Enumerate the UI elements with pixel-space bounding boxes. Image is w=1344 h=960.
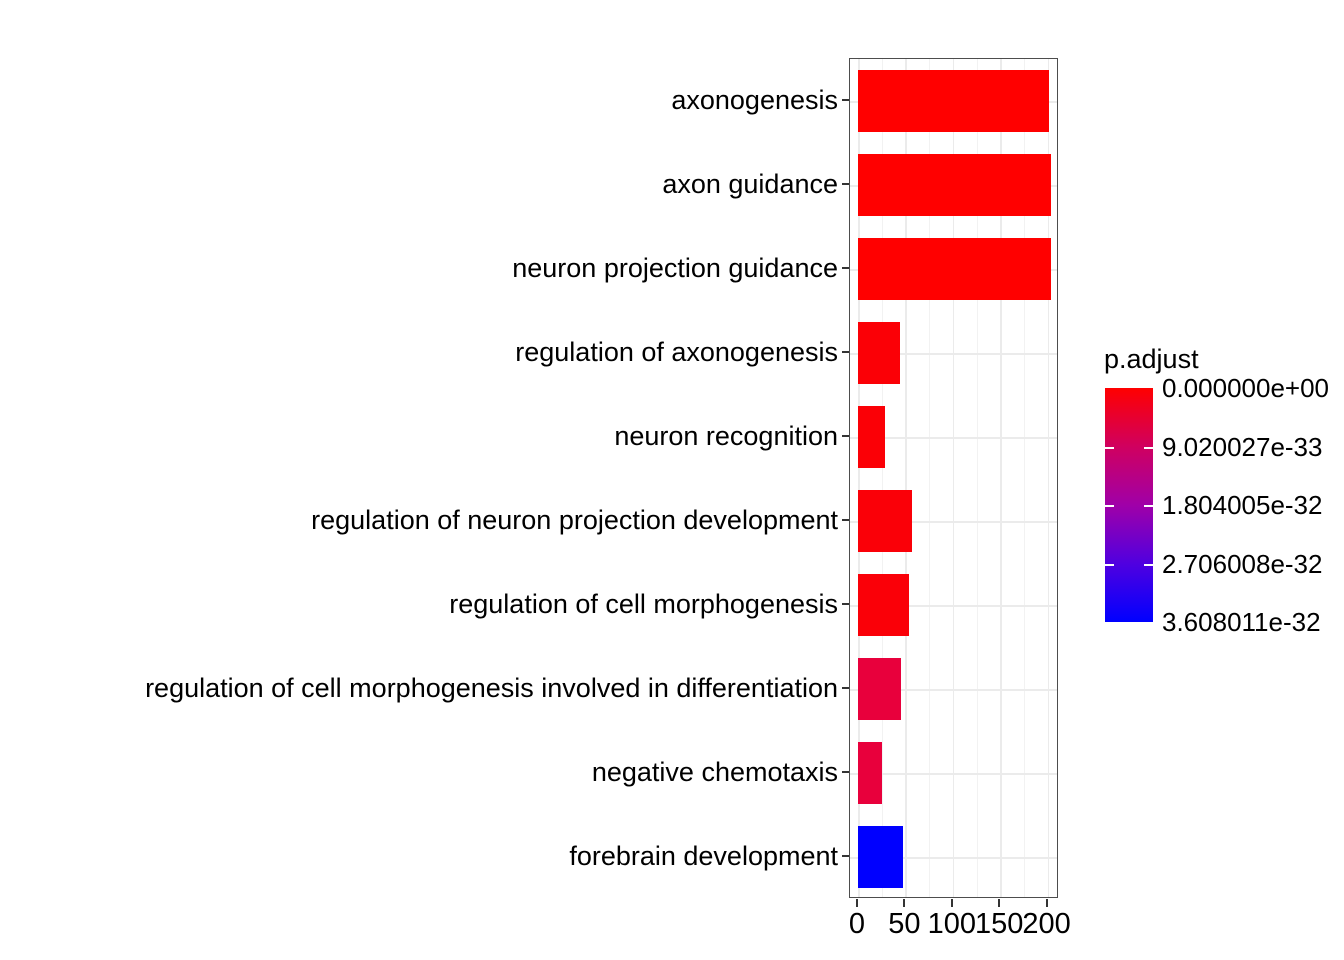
x-axis-ticklabel-2: 100: [927, 908, 976, 940]
bar-4[interactable]: [858, 405, 885, 469]
gridline-vertical-major-1: [905, 59, 907, 897]
legend-tick-right-3: [1144, 563, 1153, 566]
gridline-horizontal-7: [850, 689, 1057, 691]
y-axis-label-4: neuron recognition: [614, 421, 838, 451]
y-axis-tick-7: [842, 687, 849, 689]
bar-8[interactable]: [858, 741, 882, 805]
legend-label-3: 2.706008e-32: [1162, 548, 1323, 579]
gridline-horizontal-3: [850, 353, 1057, 355]
legend-tick-left-3: [1105, 563, 1114, 566]
y-axis-tick-4: [842, 435, 849, 437]
y-axis-label-2: neuron projection guidance: [512, 253, 838, 283]
bar-5[interactable]: [858, 489, 913, 553]
gridline-vertical-minor-3: [1023, 59, 1025, 897]
x-axis-tick-1: [903, 899, 906, 907]
gridline-horizontal-9: [850, 857, 1057, 859]
legend-tick-left-2: [1105, 505, 1114, 507]
gridline-horizontal-4: [850, 437, 1057, 439]
gridline-vertical-major-4: [1047, 59, 1050, 897]
y-axis-label-6: regulation of cell morphogenesis: [449, 589, 838, 619]
legend-tick-right-2: [1144, 505, 1153, 507]
bar-3[interactable]: [858, 321, 900, 385]
bar-7[interactable]: [858, 657, 901, 721]
legend-label-0: 0.000000e+00: [1162, 373, 1330, 403]
legend-label-4: 3.608011e-32: [1162, 607, 1321, 637]
y-axis-tick-1: [842, 183, 849, 185]
bar-2[interactable]: [858, 237, 1052, 301]
gridline-vertical-major-0: [858, 59, 860, 897]
y-axis-tick-3: [842, 351, 849, 353]
x-axis-tick-4: [1045, 899, 1048, 907]
y-axis-tick-9: [842, 855, 849, 857]
bar-0[interactable]: [858, 69, 1050, 133]
legend-label-2: 1.804005e-32: [1162, 490, 1323, 520]
x-axis-ticklabel-0: 0: [848, 908, 866, 940]
y-axis-tick-0: [842, 99, 849, 101]
legend-tick-right-1: [1144, 446, 1153, 449]
gridline-vertical-major-3: [1000, 59, 1002, 897]
x-axis-ticklabel-1: 50: [888, 908, 921, 940]
bar-9[interactable]: [858, 825, 903, 889]
gridline-horizontal-5: [850, 521, 1057, 523]
legend-tick-left-1: [1105, 446, 1114, 449]
gridline-horizontal-6: [850, 605, 1057, 607]
bar-6[interactable]: [858, 573, 910, 637]
x-axis-tick-3: [998, 899, 1001, 907]
y-axis-label-7: regulation of cell morphogenesis involve…: [145, 673, 838, 703]
x-axis-ticklabel-4: 200: [1022, 908, 1071, 940]
y-axis-label-8: negative chemotaxis: [591, 757, 838, 787]
y-axis-tick-2: [842, 267, 849, 269]
x-axis-tick-2: [950, 899, 953, 907]
y-axis-tick-6: [842, 603, 849, 605]
y-axis-label-0: axonogenesis: [671, 85, 838, 115]
gridline-horizontal-8: [850, 773, 1057, 775]
gridline-vertical-minor-1: [929, 59, 931, 897]
bar-1[interactable]: [858, 153, 1052, 217]
x-axis-tick-0: [856, 899, 858, 907]
y-axis-tick-5: [842, 519, 849, 521]
y-axis-tick-8: [842, 771, 849, 773]
y-axis-label-5: regulation of neuron projection developm…: [311, 505, 838, 535]
y-axis-label-1: axon guidance: [662, 169, 838, 199]
gridline-vertical-minor-2: [976, 59, 978, 897]
y-axis-label-3: regulation of axonogenesis: [515, 337, 838, 367]
legend-label-1: 9.020027e-33: [1162, 431, 1323, 462]
x-axis-ticklabel-3: 150: [974, 908, 1024, 940]
legend-title: p.adjust: [1104, 344, 1199, 374]
gridline-vertical-minor-0: [881, 59, 883, 897]
y-axis-label-9: forebrain development: [569, 841, 838, 871]
colorbar-legend: p.adjust 0.000000e+00 9.020027e-33 1.80400…: [1100, 344, 1344, 644]
y-axis-category-labels: axonogenesis axon guidance neuron projec…: [0, 58, 849, 898]
plot-panel: [849, 58, 1058, 898]
gridline-vertical-major-2: [952, 59, 955, 897]
